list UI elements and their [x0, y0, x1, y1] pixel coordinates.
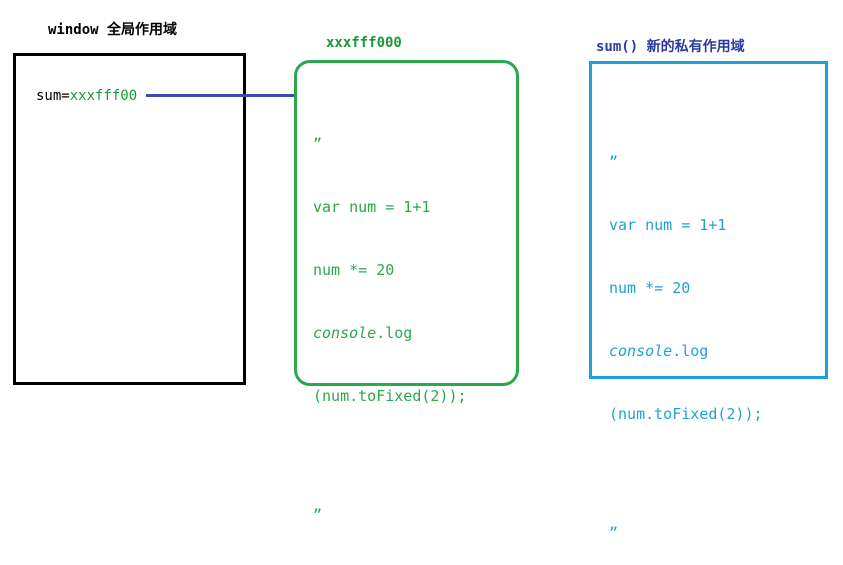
console-method: .log	[672, 342, 709, 360]
scope-code-block: ” var num = 1+1 num *= 20 console.log (n…	[609, 110, 763, 565]
heap-address-label: xxxfff000	[326, 35, 402, 51]
window-scope-box	[13, 53, 246, 385]
sum-variable-name: sum=	[36, 88, 70, 104]
open-quote: ”	[313, 135, 323, 153]
console-method: .log	[376, 324, 413, 342]
private-scope-title: sum() 新的私有作用域	[596, 39, 745, 55]
console-keyword: console	[609, 342, 673, 360]
code-line: (num.toFixed(2));	[609, 405, 763, 423]
window-scope-title: window 全局作用域	[48, 22, 178, 38]
code-line: var num = 1+1	[313, 198, 431, 216]
code-line-console: console.log	[609, 341, 763, 362]
open-quote: ”	[609, 153, 619, 171]
reference-connector-line	[146, 94, 294, 97]
code-line-console: console.log	[313, 323, 467, 344]
sum-variable: sum=xxxfff00	[36, 88, 137, 104]
code-line: num *= 20	[313, 261, 395, 279]
heap-code-block: ” var num = 1+1 num *= 20 console.log (n…	[313, 92, 467, 547]
sum-variable-address: xxxfff00	[69, 88, 138, 104]
code-line: num *= 20	[609, 279, 691, 297]
heap-object-box	[294, 60, 519, 386]
close-quote: ”	[609, 524, 619, 542]
close-quote: ”	[313, 506, 323, 524]
code-line: var num = 1+1	[609, 216, 727, 234]
private-scope-box	[589, 61, 828, 379]
console-keyword: console	[313, 324, 377, 342]
code-line: (num.toFixed(2));	[313, 387, 467, 405]
